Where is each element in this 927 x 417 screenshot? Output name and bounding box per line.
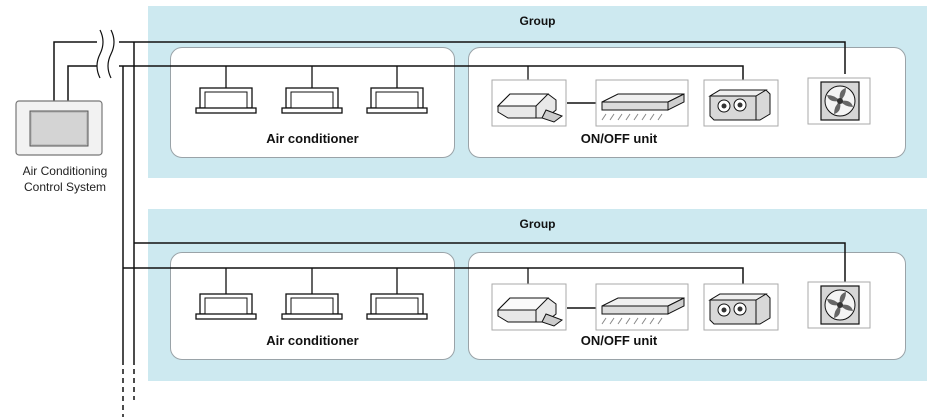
ceiling-cassette-icon (195, 293, 257, 320)
controller-label-line1: Air Conditioning (22, 164, 108, 178)
controller-label-line2: Control System (23, 180, 107, 194)
ventilation-fan-icon (807, 281, 871, 329)
group-label: Group (519, 217, 556, 231)
onoff-unit-label: ON/OFF unit (580, 131, 658, 146)
onoff-unit-label: ON/OFF unit (580, 333, 658, 348)
break-mark (96, 29, 104, 79)
ducted-unit-icon (491, 283, 567, 331)
break-mark (107, 29, 115, 79)
ceiling-cassette-icon (195, 87, 257, 114)
linear-grille-icon (595, 79, 689, 127)
air-conditioner-label: Air conditioner (266, 131, 359, 146)
ceiling-cassette-icon (366, 293, 428, 320)
ventilation-fan-icon (807, 77, 871, 125)
ceiling-cassette-icon (281, 293, 343, 320)
control-panel-icon (15, 100, 103, 156)
ceiling-cassette-icon (366, 87, 428, 114)
ducted-unit-icon (491, 79, 567, 127)
heat-exchanger-icon (703, 79, 779, 127)
controller-label: Air Conditioning Control System (0, 163, 130, 195)
wire-outer (53, 41, 846, 103)
heat-exchanger-icon (703, 283, 779, 331)
linear-grille-icon (595, 283, 689, 331)
group-label: Group (519, 14, 556, 28)
air-conditioner-label: Air conditioner (266, 333, 359, 348)
wire-inner (67, 65, 744, 103)
ceiling-cassette-icon (281, 87, 343, 114)
